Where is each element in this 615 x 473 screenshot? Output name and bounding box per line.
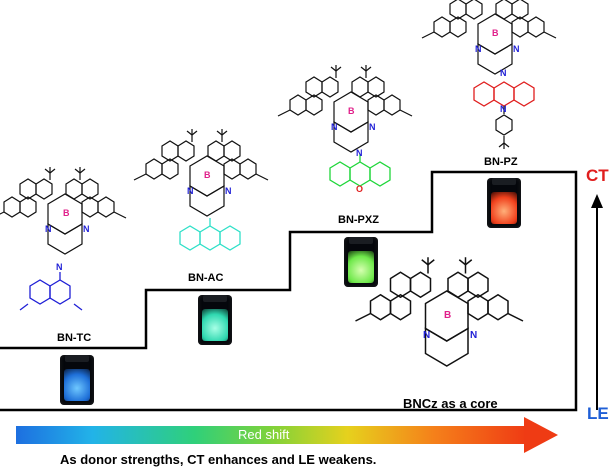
le-label: LE <box>587 404 609 423</box>
bn-pz-nitrogen-right: N <box>513 44 520 54</box>
energy-staircase <box>0 170 578 412</box>
bn-ac-boron-atom: B <box>204 170 211 180</box>
bn-pxz-nitrogen-left: N <box>331 122 338 132</box>
bncz-nitrogen-left: N <box>423 330 430 341</box>
bn-pxz-nitrogen-right: N <box>369 122 376 132</box>
bn-pxz-structure <box>278 65 412 152</box>
bncz-nitrogen-right: N <box>470 330 477 341</box>
red-shift-arrow <box>16 426 526 444</box>
bn-tc-label: BN-TC <box>57 332 92 344</box>
bn-tc-donor-nitrogen: N <box>56 262 63 272</box>
bn-pz-donor-nitrogen-top: N <box>500 68 507 78</box>
bn-pxz-donor <box>329 154 391 187</box>
bn-tc-nitrogen-right: N <box>83 224 90 234</box>
bn-tc-donor <box>19 272 83 311</box>
bn-tc-vial-photo <box>60 355 94 405</box>
red-shift-arrowhead <box>524 417 558 453</box>
bn-ac-nitrogen-right: N <box>225 186 232 196</box>
bncz-core-structure <box>356 257 524 366</box>
bn-pxz-label: BN-PXZ <box>338 214 379 226</box>
core-label: BNCz as a core <box>403 396 498 411</box>
ct-label: CT <box>586 166 609 185</box>
bn-pz-structure <box>422 0 556 74</box>
bn-ac-vial-photo <box>198 295 232 345</box>
ct-le-axis-arrowhead <box>591 194 603 208</box>
caption: As donor strengths, CT enhances and LE w… <box>60 452 377 467</box>
bn-tc-boron-atom: B <box>63 208 70 218</box>
bn-tc-nitrogen-left: N <box>45 224 52 234</box>
red-shift-label: Red shift <box>238 427 290 442</box>
bn-pxz-donor-nitrogen: N <box>356 148 363 158</box>
bn-ac-label: BN-AC <box>188 272 224 284</box>
bn-pz-nitrogen-left: N <box>475 44 482 54</box>
bn-ac-structure <box>134 129 268 216</box>
bn-pxz-boron-atom: B <box>348 106 355 116</box>
bn-ac-donor <box>179 218 241 251</box>
bn-pxz-donor-oxygen: O <box>356 184 363 194</box>
bn-pxz-vial-photo <box>344 237 378 287</box>
bn-pz-donor <box>473 81 535 150</box>
bncz-boron-atom: B <box>444 310 451 321</box>
bn-pz-label: BN-PZ <box>484 156 518 168</box>
bn-pz-boron-atom: B <box>492 28 499 38</box>
bn-ac-nitrogen-left: N <box>187 186 194 196</box>
bn-pz-donor-nitrogen-bottom: N <box>500 104 507 114</box>
bn-pz-vial-photo <box>487 178 521 228</box>
